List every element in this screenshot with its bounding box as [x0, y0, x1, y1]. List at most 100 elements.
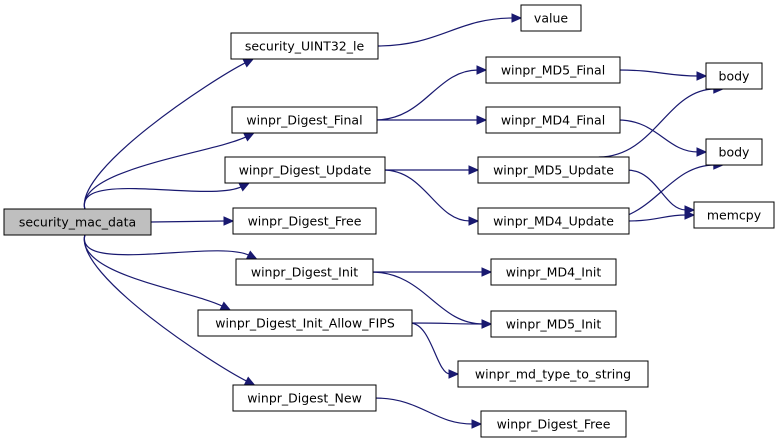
edge-winpr_MD4_Final-to-body_2: [617, 119, 699, 153]
node-label: security_UINT32_le: [245, 39, 365, 54]
arrowhead-icon: [238, 182, 251, 192]
node-winpr-digest-free-1[interactable]: winpr_Digest_Free: [232, 207, 377, 235]
node-label: value: [534, 11, 568, 26]
node-box[interactable]: [490, 310, 617, 338]
edge-winpr_MD5_Final-to-body_1: [617, 69, 699, 77]
node-label: winpr_Digest_Init: [251, 265, 358, 280]
node-box[interactable]: [485, 106, 621, 134]
node-winpr-digest-final[interactable]: winpr_Digest_Final: [231, 106, 378, 134]
node-box[interactable]: [485, 56, 621, 84]
arrowhead-icon: [481, 319, 493, 329]
node-label: winpr_MD4_Final: [501, 113, 605, 128]
edge-security_mac_data-to-winpr_Digest_Final: [84, 136, 247, 210]
edge-winpr_Digest_Final-to-winpr_MD5_Final: [374, 69, 479, 121]
node-winpr-digest-init[interactable]: winpr_Digest_Init: [235, 258, 374, 286]
node-memcpy[interactable]: memcpy: [693, 201, 775, 229]
node-body-2[interactable]: body: [705, 138, 763, 166]
node-label: memcpy: [707, 208, 762, 223]
node-box[interactable]: [490, 258, 617, 286]
arrowhead-icon: [448, 369, 460, 379]
node-label: winpr_md_type_to_string: [475, 367, 631, 382]
node-box[interactable]: [230, 32, 379, 60]
node-value[interactable]: value: [520, 4, 582, 32]
node-winpr-md4-update[interactable]: winpr_MD4_Update: [477, 207, 630, 235]
node-label: winpr_Digest_Final: [246, 113, 362, 128]
node-box[interactable]: [705, 62, 763, 90]
node-box[interactable]: [457, 360, 649, 388]
edge-security_mac_data-to-winpr_Digest_Init: [84, 234, 250, 256]
edge-winpr_MD5_Update-to-memcpy: [626, 169, 687, 211]
node-box[interactable]: [477, 207, 630, 235]
arrowhead-icon: [245, 250, 258, 260]
arrowhead-icon: [684, 210, 696, 220]
node-box[interactable]: [197, 309, 413, 337]
node-label: winpr_MD5_Update: [493, 163, 614, 178]
arrowhead-icon: [471, 419, 483, 429]
edge-winpr_Digest_Init_Allow_FIPS-to-winpr_md_type_to_string: [409, 322, 451, 375]
edges-layer: [83, 13, 725, 429]
edge-security_mac_data-to-winpr_Digest_Update: [84, 186, 243, 210]
node-body-1[interactable]: body: [705, 62, 763, 90]
arrowhead-icon: [696, 71, 708, 81]
edge-winpr_MD5_Update-to-body_1: [598, 88, 715, 158]
node-winpr-digest-init-allow-fips[interactable]: winpr_Digest_Init_Allow_FIPS: [197, 309, 413, 337]
node-box[interactable]: [520, 4, 582, 32]
edge-security_mac_data-to-winpr_Digest_Free_1: [150, 220, 226, 223]
edge-security_mac_data-to-security_UINT32_le: [84, 62, 247, 210]
arrowhead-icon: [468, 216, 480, 226]
edge-winpr_Digest_Update-to-winpr_MD4_Update: [382, 169, 471, 222]
arrowhead-icon: [476, 115, 488, 125]
node-box[interactable]: [224, 156, 386, 184]
arrowhead-icon: [219, 301, 232, 311]
edge-security_mac_data-to-winpr_Digest_Init_Allow_FIPS: [83, 234, 224, 307]
node-security-uint32-le[interactable]: security_UINT32_le: [230, 32, 379, 60]
node-box[interactable]: [232, 384, 377, 412]
node-winpr-md4-final[interactable]: winpr_MD4_Final: [485, 106, 621, 134]
arrowhead-icon: [481, 267, 493, 277]
arrowhead-icon: [243, 132, 255, 142]
node-winpr-md5-update[interactable]: winpr_MD5_Update: [477, 156, 630, 184]
node-box[interactable]: [477, 156, 630, 184]
node-label: winpr_Digest_Free: [248, 214, 362, 229]
node-label: winpr_MD5_Final: [501, 63, 605, 78]
arrowhead-icon: [243, 376, 256, 386]
node-label: winpr_Digest_Init_Allow_FIPS: [215, 316, 395, 331]
edge-winpr_Digest_New-to-winpr_Digest_Free_2: [373, 397, 474, 425]
arrowhead-icon: [223, 216, 235, 226]
node-winpr-md-type-to-string[interactable]: winpr_md_type_to_string: [457, 360, 649, 388]
node-winpr-md5-init[interactable]: winpr_MD5_Init: [490, 310, 617, 338]
arrowhead-icon: [242, 58, 255, 68]
node-box[interactable]: [3, 208, 152, 236]
edge-winpr_Digest_Init_Allow_FIPS-to-winpr_MD5_Init: [409, 322, 484, 325]
node-box[interactable]: [480, 410, 627, 438]
node-security-mac-data[interactable]: security_mac_data: [3, 208, 152, 236]
node-box[interactable]: [693, 201, 775, 229]
arrowhead-icon: [468, 165, 480, 175]
node-label: winpr_MD4_Update: [493, 214, 614, 229]
arrowhead-icon: [696, 147, 708, 157]
edge-security_mac_data-to-winpr_Digest_New: [84, 234, 248, 382]
node-label: winpr_Digest_Update: [239, 163, 372, 178]
node-winpr-digest-new[interactable]: winpr_Digest_New: [232, 384, 377, 412]
edge-winpr_Digest_Init-to-winpr_MD5_Init: [370, 271, 484, 325]
node-box[interactable]: [232, 207, 377, 235]
edge-winpr_MD4_Update-to-memcpy: [626, 214, 687, 222]
node-label: winpr_MD4_Init: [506, 265, 602, 280]
node-label: winpr_MD5_Init: [506, 317, 602, 332]
edge-security_UINT32_le-to-value: [375, 17, 514, 47]
node-label: body: [719, 145, 751, 160]
node-box[interactable]: [235, 258, 374, 286]
arrowhead-icon: [476, 65, 488, 75]
node-winpr-digest-free-2[interactable]: winpr_Digest_Free: [480, 410, 627, 438]
node-winpr-md4-init[interactable]: winpr_MD4_Init: [490, 258, 617, 286]
arrowhead-icon: [511, 13, 523, 23]
node-box[interactable]: [231, 106, 378, 134]
node-label: security_mac_data: [19, 215, 136, 230]
node-label: winpr_Digest_Free: [497, 417, 611, 432]
node-box[interactable]: [705, 138, 763, 166]
node-label: winpr_Digest_New: [247, 391, 362, 406]
node-winpr-md5-final[interactable]: winpr_MD5_Final: [485, 56, 621, 84]
node-label: body: [719, 69, 751, 84]
node-winpr-digest-update[interactable]: winpr_Digest_Update: [224, 156, 386, 184]
